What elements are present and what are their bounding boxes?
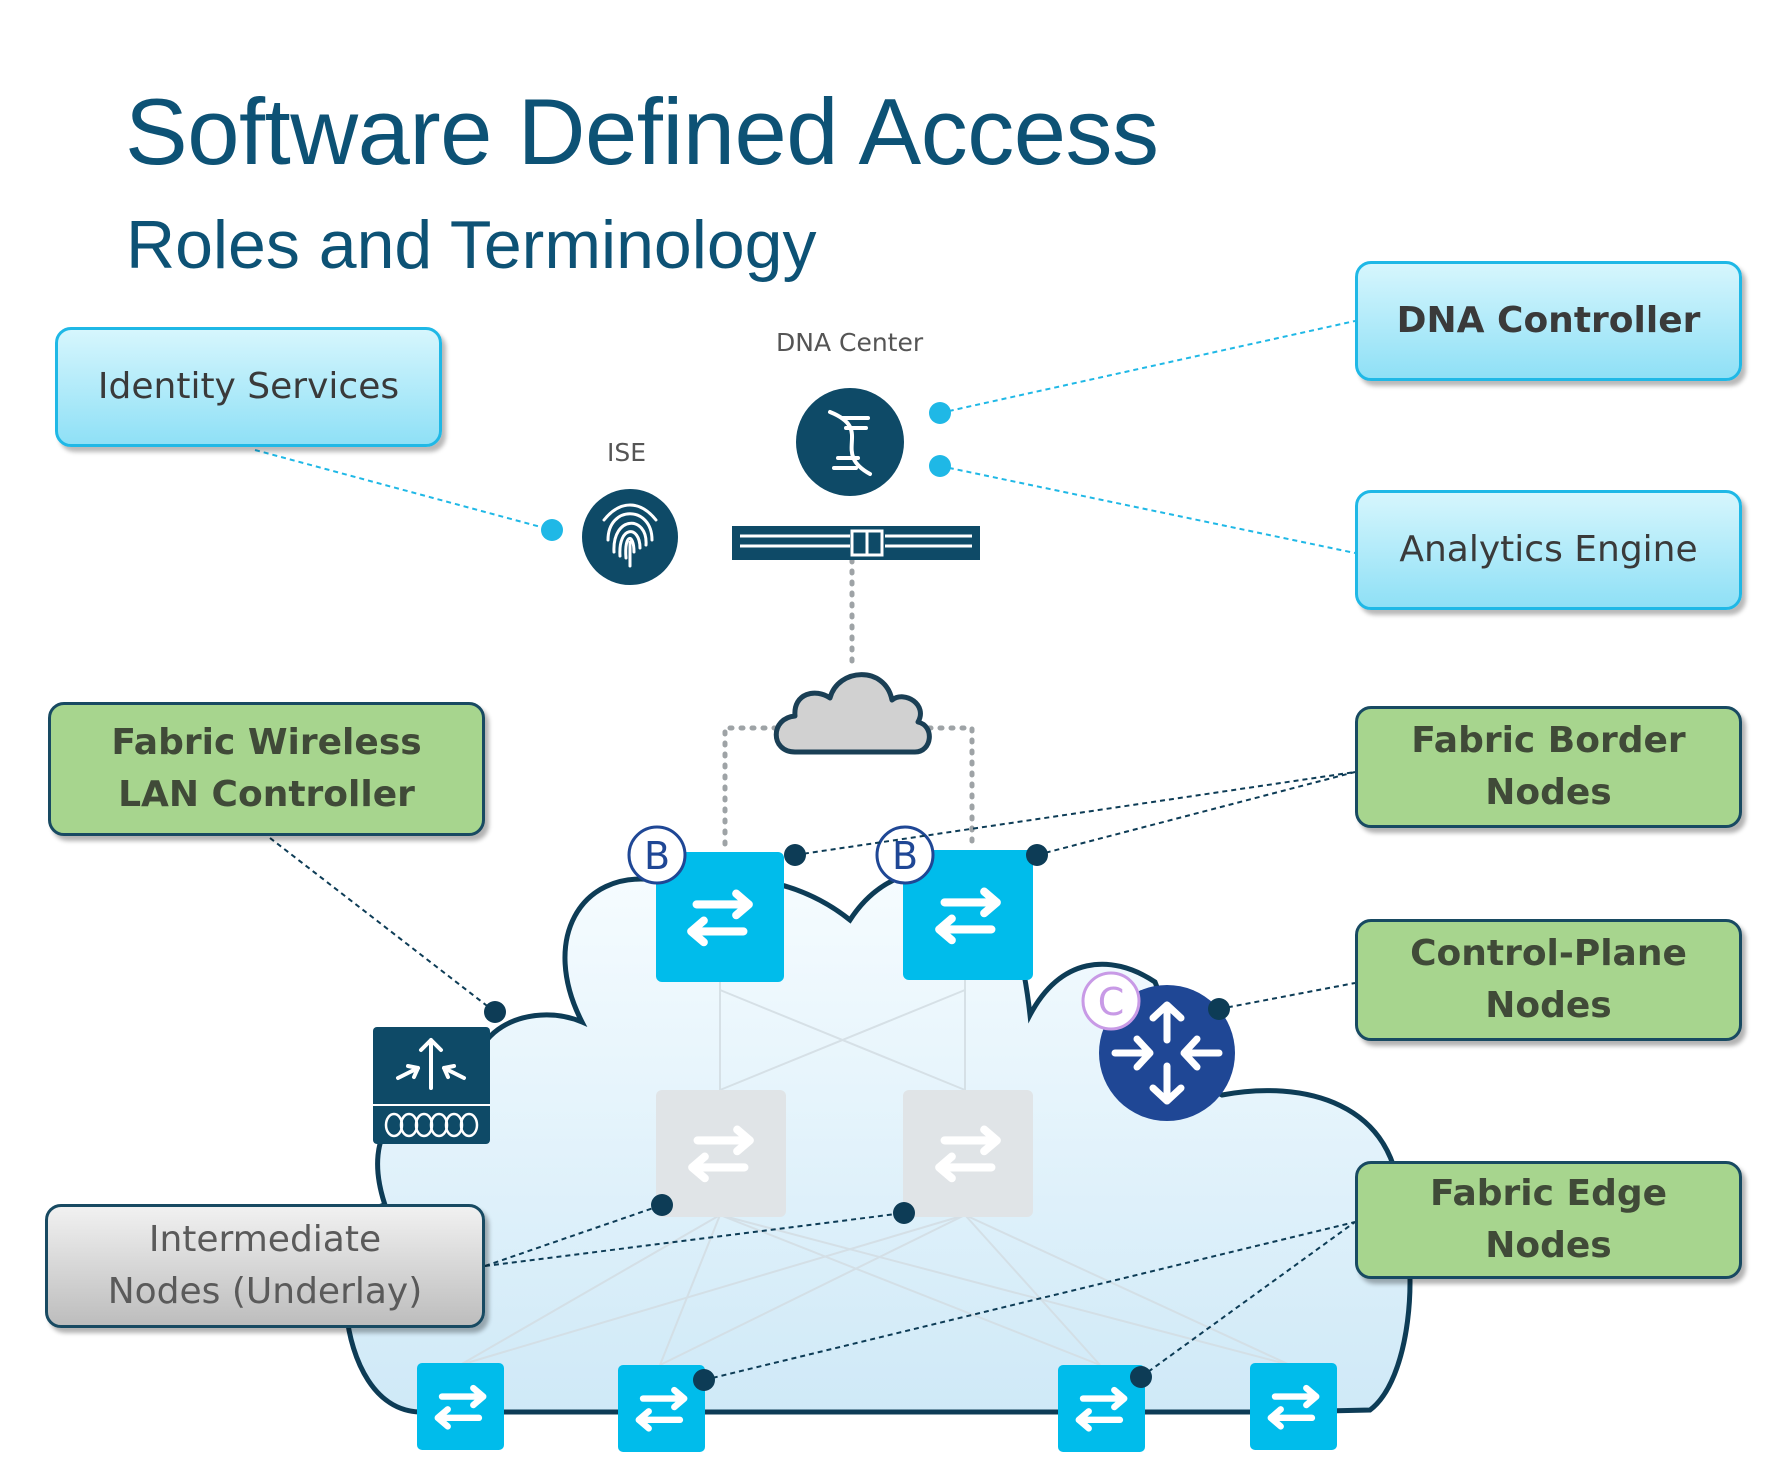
ise-fingerprint-icon [582,489,678,585]
fabric-border-label-line2: Nodes [1485,772,1612,813]
control-badge: C [1081,971,1141,1031]
navy-anchor-dots [484,844,1230,1391]
dna-center-icon [796,388,904,496]
fabric-wlc-label-line1: Fabric Wireless [111,721,422,763]
intermediate-nodes-callout: Intermediate Nodes (Underlay) [45,1204,485,1328]
control-plane-callout: Control-Plane Nodes [1355,919,1742,1041]
fabric-edge-label-line2: Nodes [1485,1225,1612,1266]
identity-services-label: Identity Services [97,365,400,407]
underlay-links [459,980,1291,1366]
fabric-edge-callout: Fabric Edge Nodes [1355,1161,1742,1279]
edge-switch-2 [618,1365,705,1452]
wireless-lan-controller-icon [373,1027,490,1144]
page-subtitle: Roles and Terminology [126,207,817,283]
fabric-border-label-line1: Fabric Border [1411,719,1686,761]
wan-cloud-icon [773,672,932,755]
dna-center-label: DNA Center [776,328,924,357]
dna-controller-label: DNA Controller [1396,299,1701,341]
fabric-cloud [342,868,1413,1415]
border-switch-1 [656,852,784,982]
edge-switch-1 [417,1363,504,1450]
control-plane-label-line1: Control-Plane [1410,932,1687,974]
intermediate-label-line2: Nodes (Underlay) [107,1271,423,1312]
border-badge-2-letter: B [892,834,918,878]
intermediate-switch-2 [903,1090,1033,1217]
control-plane-label-line2: Nodes [1485,985,1612,1026]
cyan-leader-lines [254,320,1356,554]
edge-switch-3 [1058,1365,1145,1452]
intermediate-label-line1: Intermediate [148,1218,382,1260]
identity-services-callout: Identity Services [55,327,442,447]
wan-links [722,557,975,848]
border-badge-1: B [627,825,687,885]
dna-controller-callout: DNA Controller [1355,261,1742,381]
fabric-border-callout: Fabric Border Nodes [1355,706,1742,828]
fabric-wlc-callout: Fabric Wireless LAN Controller [48,702,485,836]
intermediate-switch-1 [656,1090,786,1217]
page-title: Software Defined Access [125,79,1159,184]
navy-leader-lines [269,771,1356,1381]
edge-switch-4 [1250,1363,1337,1450]
analytics-engine-callout: Analytics Engine [1355,490,1742,610]
analytics-engine-label: Analytics Engine [1399,528,1698,570]
border-switch-2 [903,850,1033,980]
fabric-wlc-label-line2: LAN Controller [118,774,415,815]
border-badge-2: B [875,825,935,885]
dna-server-icon [732,526,980,560]
fabric-edge-label-line1: Fabric Edge [1429,1172,1668,1214]
ise-label: ISE [607,438,647,467]
control-badge-letter: C [1098,980,1125,1024]
cyan-anchor-dots [541,402,951,541]
border-badge-1-letter: B [644,834,670,878]
